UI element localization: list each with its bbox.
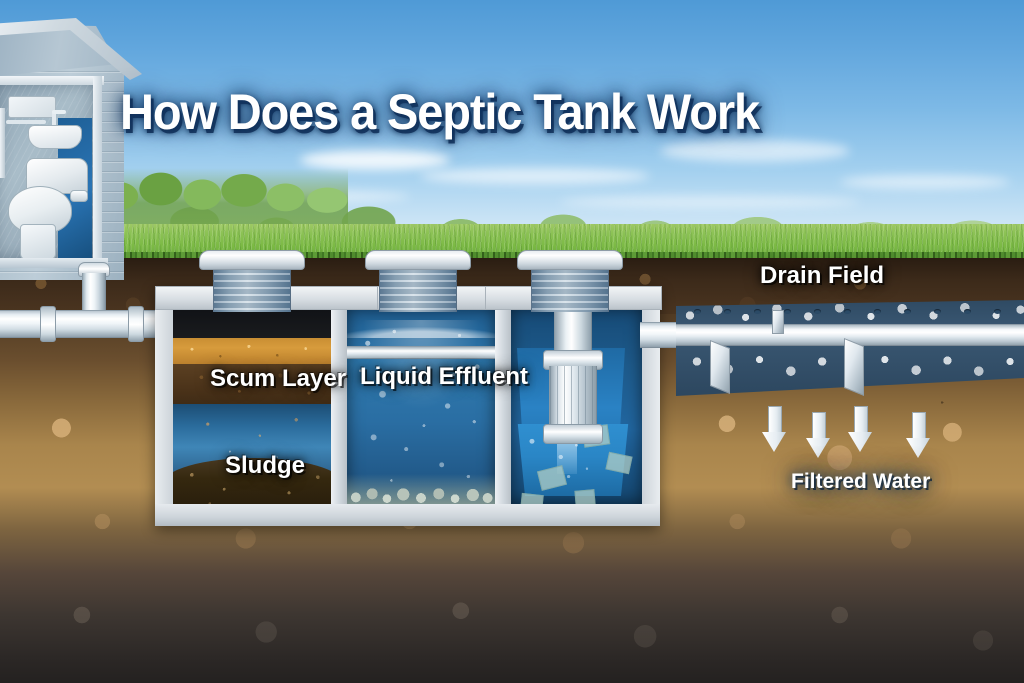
cloud (840, 175, 1010, 189)
cutaway-frame-top (0, 76, 104, 85)
seepage-arrow (906, 412, 930, 458)
wall-supply-pipe (0, 108, 5, 178)
seepage-arrow (762, 406, 786, 452)
cutaway-frame-bottom (0, 258, 108, 268)
filter-base (543, 424, 603, 444)
scum-body (173, 364, 331, 408)
perforation (724, 309, 731, 314)
riser-lid (517, 250, 623, 270)
perforation (844, 309, 851, 314)
perforation (814, 309, 821, 314)
tank-wall-left (155, 286, 173, 526)
access-riser-two (365, 250, 471, 312)
riser-lid (199, 250, 305, 270)
arrow-shaft (812, 412, 826, 441)
toilet-base (20, 224, 56, 260)
chamber-one (173, 308, 331, 504)
arrow-head (848, 432, 872, 452)
riser-lid (365, 250, 471, 270)
drain-field (676, 300, 1024, 410)
suspended-flake (574, 489, 596, 504)
filter-cartridge (549, 366, 597, 428)
tank-floor-slab (155, 504, 660, 526)
septic-tank (155, 284, 662, 526)
riser-neck (531, 266, 609, 312)
baffle-wall-one (331, 286, 347, 526)
seepage-arrow (806, 412, 830, 458)
label-drain-field: Drain Field (760, 262, 885, 289)
cloud (300, 150, 450, 170)
arrow-head (906, 438, 930, 458)
house-cutaway (0, 0, 142, 282)
label-sludge: Sludge (225, 452, 306, 479)
baffle-wall-two (495, 286, 511, 526)
towel-bar (6, 120, 46, 124)
arrow-shaft (912, 412, 926, 441)
sink-basin (28, 125, 82, 149)
sludge-mound (173, 458, 331, 504)
faucet (52, 110, 66, 128)
lateral-branch (710, 339, 730, 395)
suspended-flake (605, 451, 633, 475)
access-riser-one (199, 250, 305, 312)
perforation (784, 309, 791, 314)
arrow-shaft (854, 406, 868, 435)
effluent-filter (543, 284, 603, 454)
label-scum-layer: Scum Layer (210, 365, 347, 392)
cloud (420, 168, 650, 184)
arrow-head (806, 438, 830, 458)
arrow-head (762, 432, 786, 452)
water-surface-line (347, 316, 495, 338)
perforation (904, 309, 911, 314)
transfer-pipe (347, 346, 495, 359)
settled-solids-gravel (347, 474, 495, 504)
perforation (754, 309, 761, 314)
pipe-collar (128, 306, 144, 342)
cloud (660, 140, 850, 162)
seepage-arrow (848, 406, 872, 452)
riser-neck (379, 266, 457, 312)
page-title: How Does a Septic Tank Work (120, 84, 760, 140)
perforation (934, 309, 941, 314)
perforation (994, 309, 1001, 314)
label-filtered-water: Filtered Water (791, 470, 931, 493)
access-riser-three (517, 250, 623, 312)
cutaway-frame-right (93, 76, 102, 266)
lateral-branch (844, 337, 864, 397)
suspended-flake (520, 492, 544, 504)
perforation (694, 309, 701, 314)
suspended-flake (536, 465, 568, 491)
chamber-two (347, 308, 495, 504)
toilet-flush-handle (70, 190, 88, 202)
scum-crust (173, 338, 331, 366)
mirror (8, 96, 56, 118)
label-liquid-effluent: Liquid Effluent (360, 363, 528, 390)
perforation (874, 309, 881, 314)
riser-neck (213, 266, 291, 312)
lateral-riser (772, 310, 784, 334)
pipe-collar (40, 306, 56, 342)
arrow-shaft (768, 406, 782, 435)
perforation (964, 309, 971, 314)
